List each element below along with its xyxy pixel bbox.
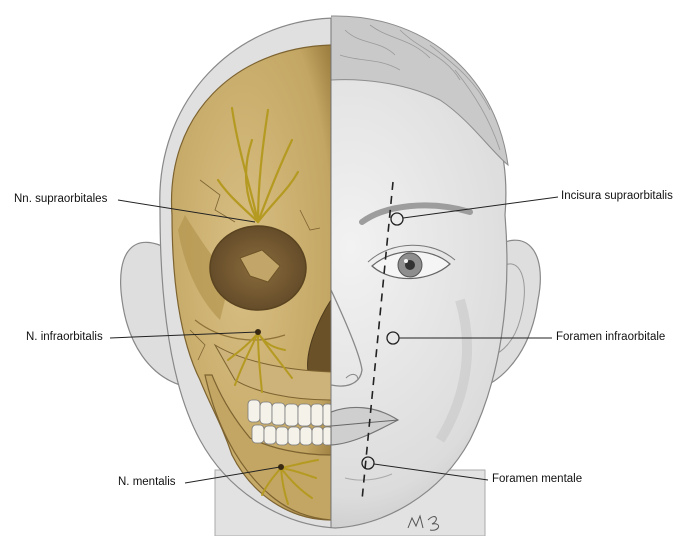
label-n-infraorbitalis: N. infraorbitalis: [26, 331, 103, 343]
teeth: [248, 400, 332, 445]
label-foramen-infraorbitale: Foramen infraorbitale: [556, 331, 665, 343]
label-foramen-mentale: Foramen mentale: [492, 473, 582, 485]
label-n-mentalis: N. mentalis: [118, 476, 176, 488]
label-nn-supraorbitales: Nn. supraorbitales: [14, 193, 107, 205]
label-incisura-supraorbitalis: Incisura supraorbitalis: [561, 190, 673, 202]
